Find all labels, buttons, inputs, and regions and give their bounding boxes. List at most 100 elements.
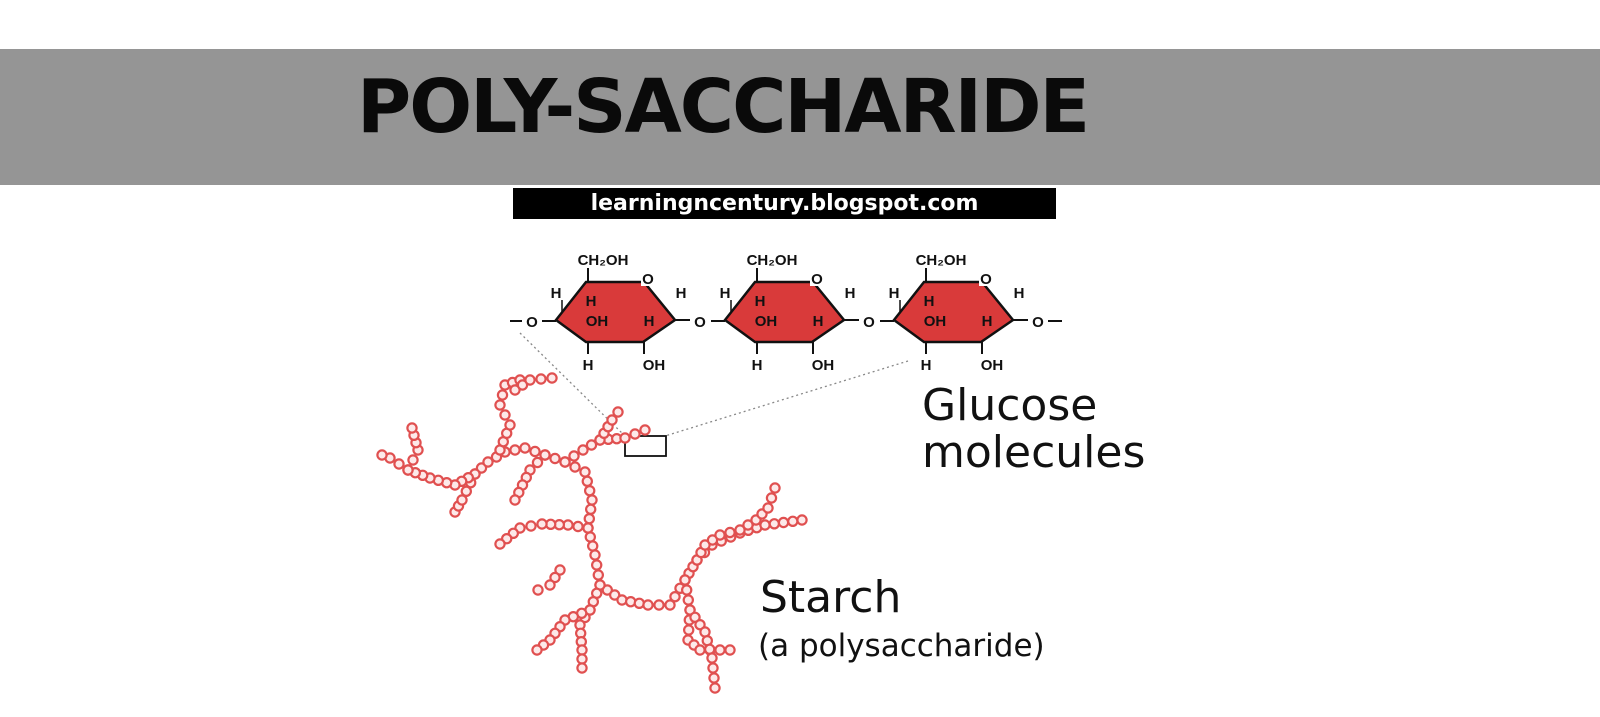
hydroxyl: OH bbox=[586, 313, 609, 330]
glucose-bead bbox=[532, 584, 544, 596]
hydrogen: H bbox=[982, 313, 993, 330]
glucose-bead bbox=[653, 599, 665, 611]
ring-oxygen: O bbox=[642, 271, 654, 288]
link-oxygen: O bbox=[1032, 314, 1044, 331]
glucose-bead bbox=[765, 492, 778, 504]
glucose-bead bbox=[544, 579, 556, 591]
glucose-bead bbox=[456, 494, 468, 506]
glucose-bead bbox=[706, 534, 719, 546]
glucose-bead bbox=[584, 531, 597, 543]
glucose-bead bbox=[531, 644, 543, 656]
glucose-bead bbox=[777, 516, 790, 529]
hydroxyl: OH bbox=[643, 357, 666, 374]
glucose-bead bbox=[376, 449, 388, 461]
glucose-bead bbox=[714, 529, 726, 541]
glucose-label-line2: molecules bbox=[922, 427, 1145, 478]
glucose-bead bbox=[606, 414, 618, 426]
glucose-bead bbox=[679, 574, 691, 586]
glucose-bead bbox=[683, 624, 695, 636]
glucose-bead bbox=[504, 419, 516, 431]
glucose-bead bbox=[694, 644, 706, 656]
hydroxyl: OH bbox=[924, 313, 947, 330]
glucose-bead bbox=[762, 502, 774, 514]
hydrogen: H bbox=[921, 357, 932, 374]
glucose-bead bbox=[589, 549, 601, 561]
hydrogen: H bbox=[551, 285, 562, 302]
glucose-bead bbox=[681, 584, 693, 596]
hydrogen: H bbox=[755, 293, 766, 310]
glucose-bead bbox=[642, 599, 654, 611]
glucose-bead bbox=[706, 652, 718, 664]
hydrogen: H bbox=[676, 285, 687, 302]
glucose-bead bbox=[724, 644, 736, 656]
glucose-bead bbox=[407, 454, 419, 466]
ch2oh-group: CH₂OH bbox=[578, 252, 629, 269]
glucose-bead bbox=[406, 422, 418, 434]
glucose-bead bbox=[529, 445, 541, 458]
glucose-bead bbox=[585, 439, 598, 451]
link-oxygen: O bbox=[863, 314, 875, 331]
starch-sublabel: (a polysaccharide) bbox=[758, 628, 1045, 664]
glucose-bead bbox=[682, 594, 695, 606]
glucose-bead bbox=[581, 475, 594, 487]
hydrogen: H bbox=[586, 293, 597, 310]
glucose-bead bbox=[759, 519, 771, 531]
glucose-bead bbox=[629, 428, 641, 440]
glucose-bead bbox=[583, 513, 596, 525]
glucose-bead bbox=[768, 518, 781, 530]
glucose-bead bbox=[482, 456, 494, 468]
hydrogen: H bbox=[813, 313, 824, 330]
glucose-bead bbox=[592, 569, 605, 581]
glucose-bead bbox=[576, 644, 588, 656]
zoom-lines bbox=[519, 332, 909, 457]
starch-branches bbox=[376, 372, 808, 694]
glucose-bead bbox=[531, 456, 544, 469]
glucose-label-line1: Glucose bbox=[922, 380, 1097, 431]
hydrogen: H bbox=[1014, 285, 1025, 302]
glucose-bead bbox=[539, 449, 551, 461]
glucose-bead bbox=[494, 399, 506, 411]
link-oxygen: O bbox=[694, 314, 706, 331]
glucose-bead bbox=[577, 444, 589, 456]
hydrogen: H bbox=[583, 357, 594, 374]
hydrogen: H bbox=[845, 285, 856, 302]
glucose-bead bbox=[509, 384, 521, 396]
ring-oxygen: O bbox=[980, 271, 992, 288]
hydrogen: H bbox=[889, 285, 900, 302]
glucose-bead bbox=[709, 682, 721, 694]
glucose-bead bbox=[664, 599, 676, 611]
glucose-bead bbox=[707, 662, 719, 674]
zoom-box bbox=[624, 435, 667, 457]
glucose-bead bbox=[619, 432, 631, 444]
glucose-bead bbox=[554, 564, 566, 576]
glucose-bead bbox=[769, 482, 781, 494]
glucose-bead bbox=[576, 662, 588, 674]
glucose-bead bbox=[796, 514, 808, 526]
glucose-bead bbox=[576, 653, 588, 665]
glucose-bead bbox=[536, 518, 548, 530]
glucose-bead bbox=[669, 591, 681, 603]
glucose-bead bbox=[708, 672, 720, 684]
glucose-bead bbox=[568, 450, 580, 462]
glucose-ring bbox=[892, 280, 1015, 344]
ch2oh-group: CH₂OH bbox=[747, 252, 798, 269]
hydrogen: H bbox=[924, 293, 935, 310]
hydrogen: H bbox=[752, 357, 763, 374]
glucose-bead bbox=[639, 424, 651, 436]
glucose-bead bbox=[579, 466, 591, 478]
glucose-bead bbox=[742, 519, 754, 531]
glucose-bead bbox=[499, 409, 511, 421]
glucose-bead bbox=[584, 485, 596, 497]
glucose-bead bbox=[509, 444, 521, 456]
glucose-bead bbox=[587, 540, 599, 552]
glucose-bead bbox=[549, 452, 561, 465]
glucose-bead bbox=[496, 389, 509, 401]
glucose-bead bbox=[699, 539, 711, 551]
link-oxygen: O bbox=[526, 314, 538, 331]
glucose-bead bbox=[535, 373, 547, 385]
glucose-bead bbox=[460, 485, 472, 497]
